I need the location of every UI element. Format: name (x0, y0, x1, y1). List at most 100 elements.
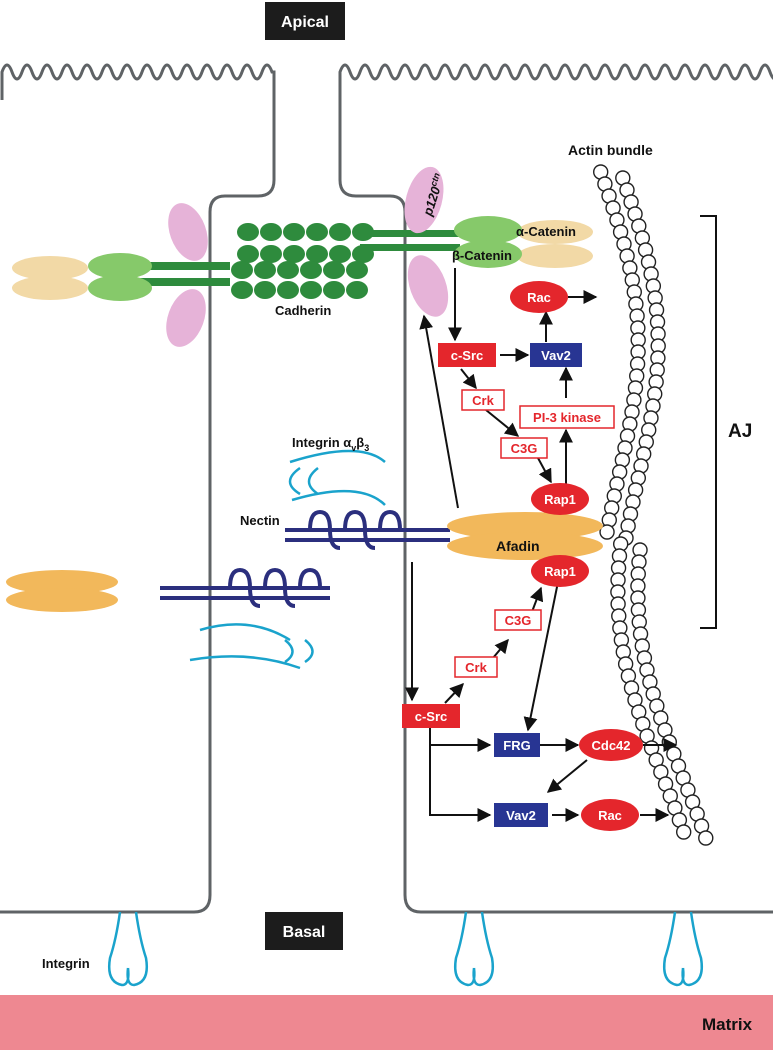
cadherin-repeat-bead (260, 223, 282, 241)
rap1-bottom-label: Rap1 (544, 564, 576, 579)
afadin-left-2 (6, 588, 118, 612)
cadherin-rod-left (120, 262, 230, 270)
cadherin-repeat-bead (231, 281, 253, 299)
crk-bottom-label: Crk (465, 660, 487, 675)
cadherin-repeat-bead (277, 261, 299, 279)
cadherin-repeat-bead (231, 261, 253, 279)
signaling-arrows (405, 268, 678, 822)
nectin (160, 509, 450, 608)
cadherin-rod-right (360, 230, 460, 237)
cadherin-repeat-bead (237, 245, 259, 263)
nectin-label: Nectin (240, 513, 280, 528)
integrin-label: Integrin (42, 956, 90, 971)
cadherin-repeat-bead (323, 261, 345, 279)
cadherin-repeat-bead (254, 281, 276, 299)
cadherin-repeat-bead (352, 245, 374, 263)
frg-node (494, 733, 540, 757)
cadherin-rod-left-2 (120, 278, 230, 286)
matrix-band (0, 995, 773, 1050)
aj-bracket (700, 215, 717, 629)
apical-box (265, 2, 345, 40)
left-cell-microvilli (0, 63, 276, 914)
alpha-catenin-label: α-Catenin (516, 224, 576, 239)
rac-bottom-label: Rac (598, 808, 622, 823)
csrc-top-node (438, 343, 496, 367)
cadherin-repeat-bead (306, 223, 328, 241)
left-p120-pink-bottom (166, 289, 206, 347)
rac-bottom-node (581, 799, 639, 831)
basal-box (265, 912, 343, 950)
c3g-bottom-label: C3G (505, 613, 532, 628)
actin-bundle (593, 164, 714, 846)
c3g-top-label: C3G (511, 441, 538, 456)
integrin-receptor (108, 911, 148, 987)
alpha-catenin-beige (517, 220, 593, 244)
matrix-label: Matrix (702, 1015, 753, 1034)
beta-catenin-beige (517, 244, 593, 268)
left-cytoplasmic-beige-1 (12, 256, 88, 280)
afadin-left-1 (6, 570, 118, 594)
cadherin-repeat-bead (237, 223, 259, 241)
afadin-right-2 (447, 532, 603, 560)
pi3-kinase-node (519, 405, 615, 429)
vav2-bottom-label: Vav2 (506, 808, 536, 823)
cadherin-repeat-bead (283, 245, 305, 263)
beta-catenin-green (454, 240, 522, 268)
p120ctn-shape (404, 166, 444, 234)
beta-catenin-label: β-Catenin (452, 248, 512, 263)
right-cell-lateral-membrane (338, 179, 773, 914)
cadherin-repeat-bead (260, 245, 282, 263)
cell-membranes (0, 63, 773, 914)
cadherin-repeat-bead (329, 245, 351, 263)
integrin-avb3-label: Integrin αvβ3 (292, 435, 369, 453)
rap1-top-node (531, 483, 589, 515)
cadherin-repeat-bead (306, 245, 328, 263)
integrin-avb3 (189, 449, 386, 670)
cadherin-complex: p120ctn α-Catenin β-Catenin Cadherin (12, 166, 593, 347)
rap1-top-label: Rap1 (544, 492, 576, 507)
cadherin-repeat-bead (254, 261, 276, 279)
crk-top-node (461, 389, 505, 411)
crk-top-label: Crk (472, 393, 494, 408)
crk-bottom-node (454, 656, 498, 678)
frg-label: FRG (503, 738, 530, 753)
cadherin-repeat-bead (352, 223, 374, 241)
cadherin-repeat-bead (329, 223, 351, 241)
actin-filament-bead (599, 524, 615, 540)
csrc-bottom-label: c-Src (415, 709, 448, 724)
cadherin-repeat-bead (346, 281, 368, 299)
signaling-nodes: Rac c-Src Vav2 Crk PI-3 kinase C3G Rap1 … (402, 281, 643, 831)
afadin-right-1 (447, 512, 603, 540)
cadherin-repeats (231, 223, 374, 299)
rap1-bottom-node (531, 555, 589, 587)
actin-filament-bead (698, 830, 714, 846)
actin-bundle-label: Actin bundle (568, 142, 653, 158)
csrc-bottom-node (402, 704, 460, 728)
c3g-top-node (500, 437, 548, 459)
left-catenin-green-1 (88, 253, 152, 279)
vav2-top-label: Vav2 (541, 348, 571, 363)
aj-label: AJ (728, 421, 752, 442)
cadherin-repeat-bead (323, 281, 345, 299)
afadin-label: Afadin (496, 538, 540, 554)
left-cytoplasmic-beige-2 (12, 276, 88, 300)
csrc-top-label: c-Src (451, 348, 484, 363)
actin-filament-bead (675, 824, 692, 840)
cadherin-repeat-bead (277, 281, 299, 299)
pi3-kinase-label: PI-3 kinase (533, 410, 601, 425)
apical-label: Apical (281, 14, 329, 31)
c3g-bottom-node (494, 609, 542, 631)
cadherin-repeat-bead (300, 261, 322, 279)
cadherin-repeat-bead (346, 261, 368, 279)
basal-label: Basal (283, 924, 326, 941)
rac-top-node (510, 281, 568, 313)
cdc42-label: Cdc42 (591, 738, 630, 753)
left-catenin-green-2 (88, 275, 152, 301)
cadherin-repeat-bead (283, 223, 305, 241)
integrin-receptor (663, 911, 703, 987)
vav2-top-node (530, 343, 582, 367)
cadherin-repeat-bead (300, 281, 322, 299)
cdc42-node (579, 729, 643, 761)
left-p120-pink-top (168, 203, 208, 261)
